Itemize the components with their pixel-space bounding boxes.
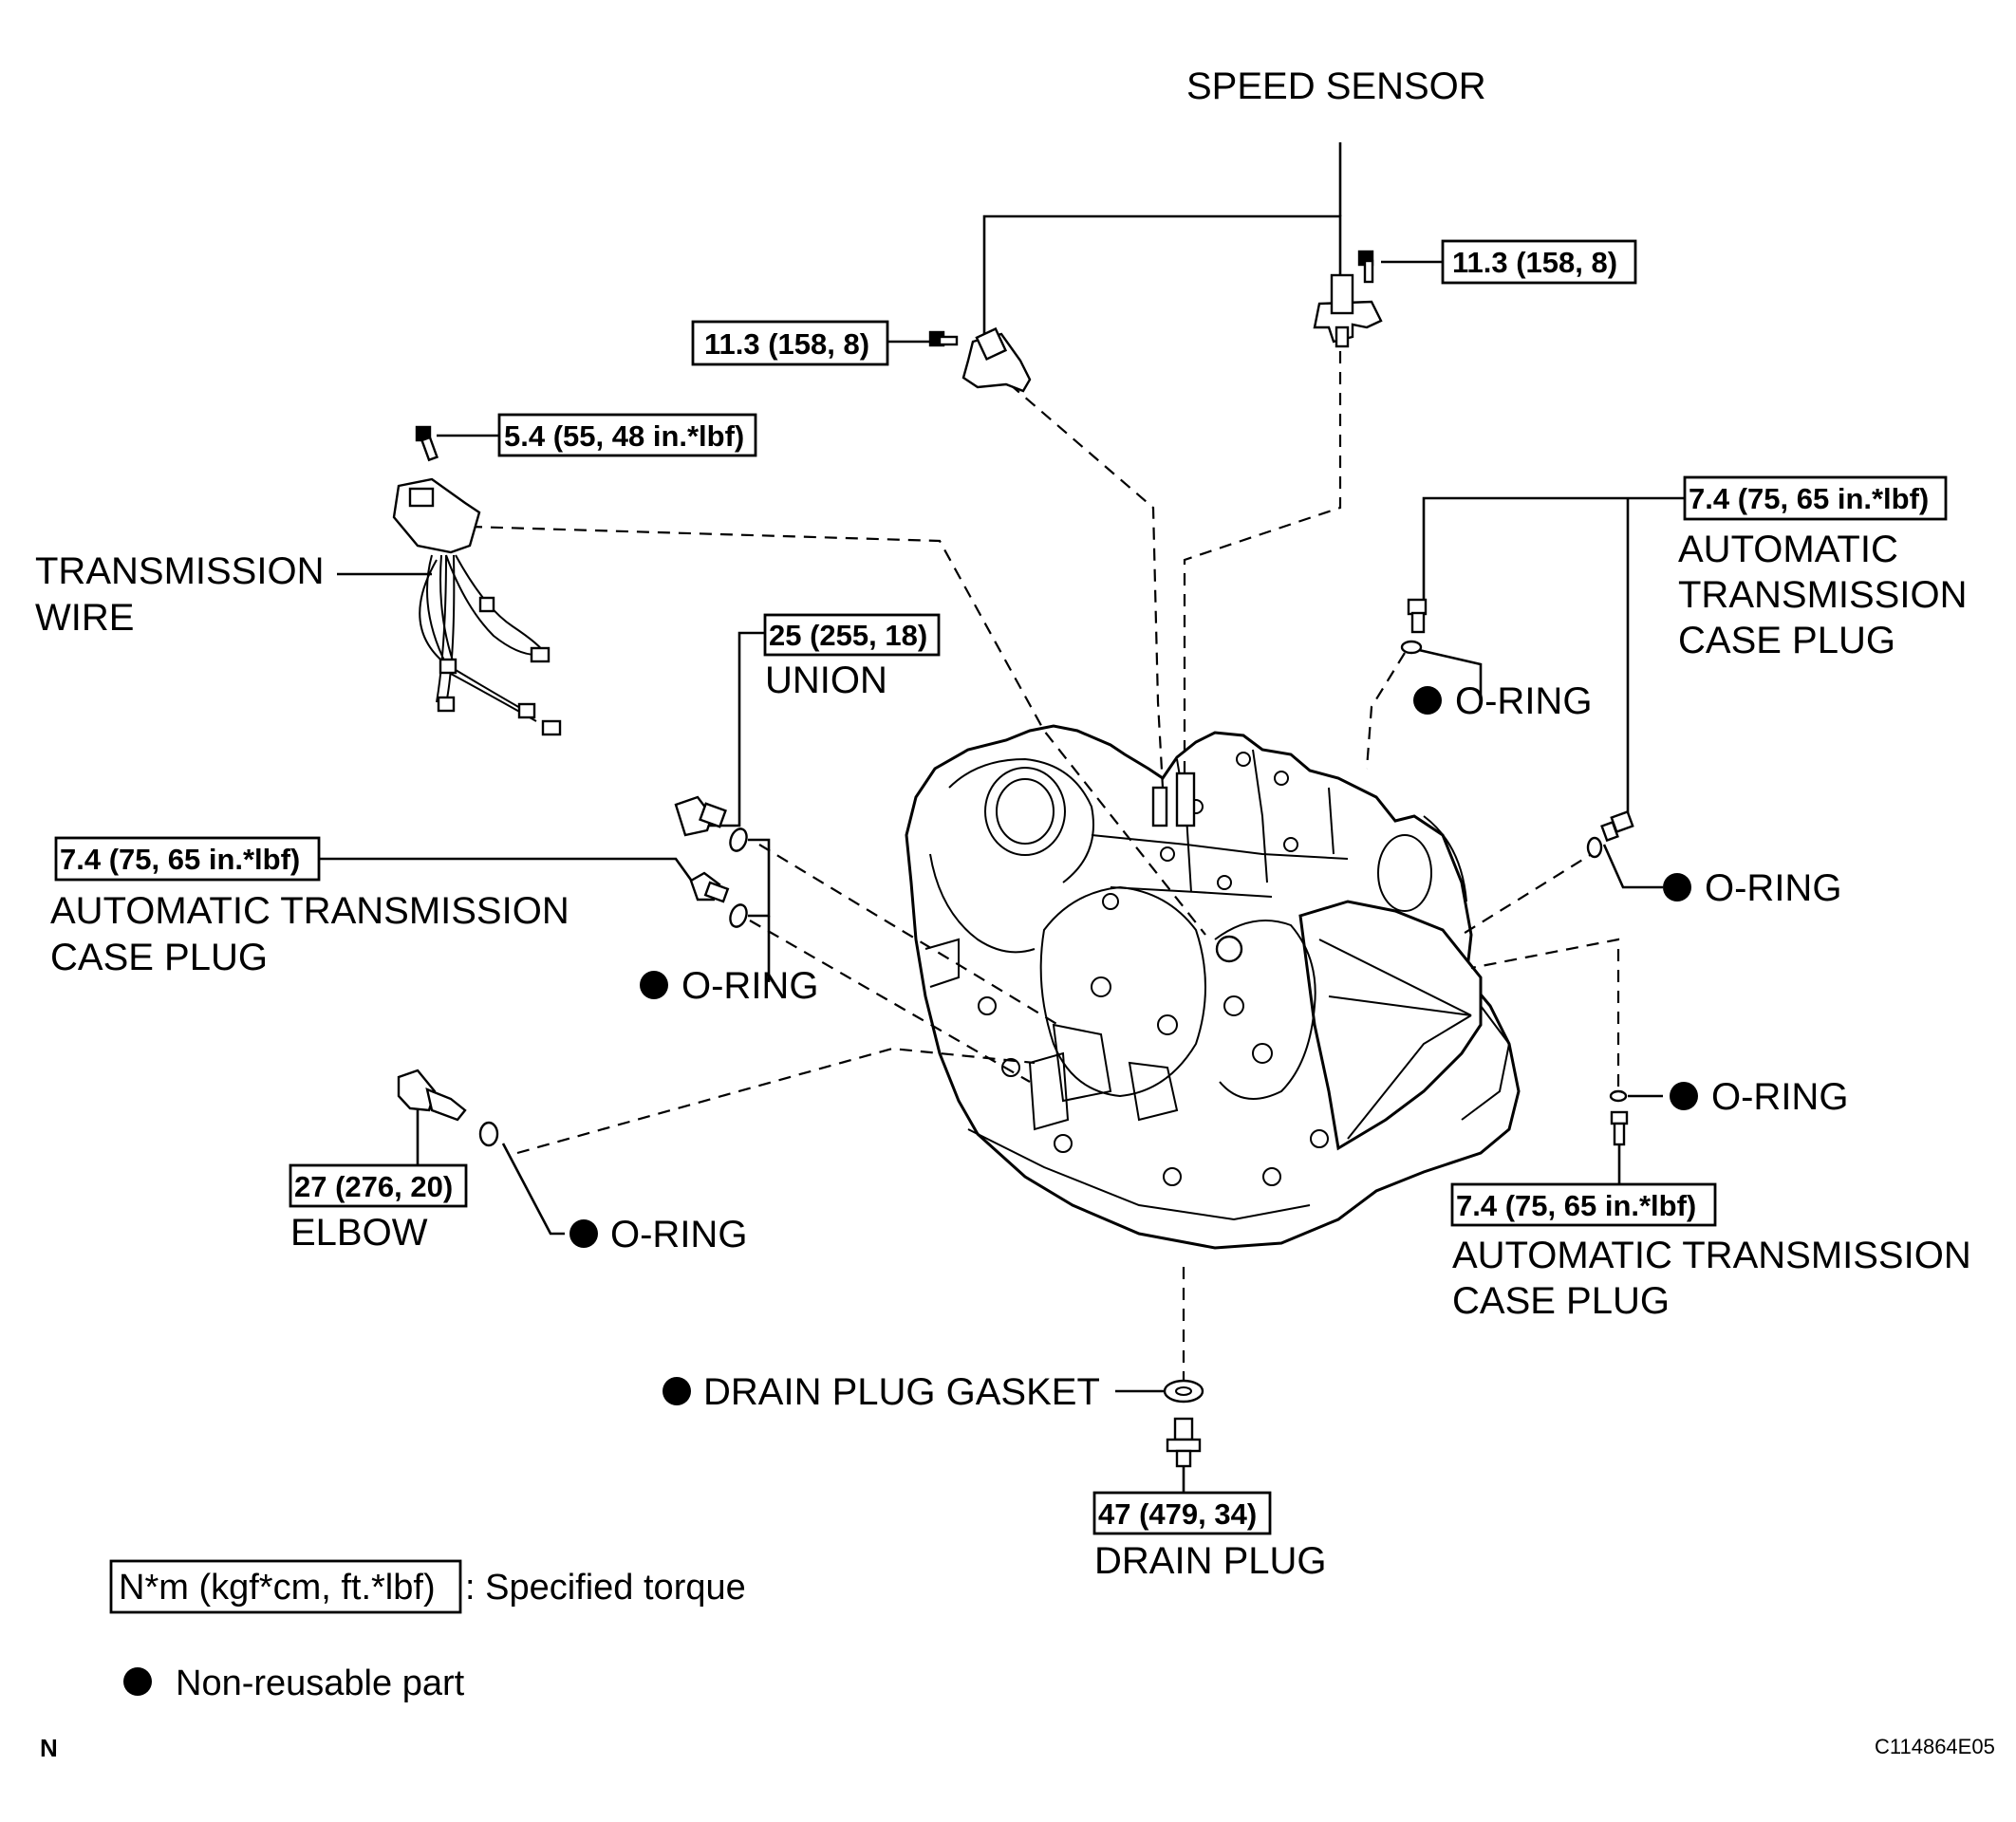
torque-drain-plug: 47 (479, 34) xyxy=(1098,1497,1257,1531)
drain-plug-gasket-part xyxy=(1163,1379,1204,1404)
o-ring-lower-right xyxy=(1609,1089,1628,1103)
figure-id: C114864E05 xyxy=(1875,1735,1995,1758)
legend: N*m (kgf*cm, ft.*lbf) : Specified torque… xyxy=(109,1559,746,1703)
torque-union: 25 (255, 18) xyxy=(769,619,927,652)
torque-wire-bolt: 5.4 (55, 48 in.*lbf) xyxy=(504,419,744,453)
torque-boxes: 11.3 (158, 8) 11.3 (158, 8) 5.4 (55, 48 … xyxy=(54,239,1948,1535)
label-o-ring-mid-right: O-RING xyxy=(1705,867,1841,909)
torque-speed-sensor-left: 11.3 (158, 8) xyxy=(704,327,869,361)
case-plug-right-mid xyxy=(1600,809,1634,843)
label-o-ring-left: O-RING xyxy=(681,965,818,1007)
non-reusable-legend-dot xyxy=(123,1667,152,1696)
o-ring-mid-right xyxy=(1586,836,1603,859)
torque-case-plug-lower: 7.4 (75, 65 in.*lbf) xyxy=(1456,1189,1696,1222)
non-reusable-dot xyxy=(1663,873,1691,902)
case-plug-lower xyxy=(1610,1110,1629,1146)
non-reusable-dot xyxy=(640,971,668,999)
non-reusable-dot xyxy=(1413,686,1442,715)
torque-case-plug-right: 7.4 (75, 65 in.*lbf) xyxy=(1689,482,1929,515)
label-o-ring-top-right: O-RING xyxy=(1455,680,1592,722)
label-elbow: ELBOW xyxy=(290,1212,428,1254)
label-union: UNION xyxy=(765,660,887,701)
dashed-alignment-lines xyxy=(469,351,1620,1381)
speed-sensor-left xyxy=(961,326,1032,393)
label-transmission-wire-line1: TRANSMISSION xyxy=(35,550,324,592)
speed-sensor-right-bolt xyxy=(1357,250,1374,284)
label-o-ring-lower-right: O-RING xyxy=(1711,1076,1848,1118)
label-drain-plug: DRAIN PLUG xyxy=(1094,1540,1327,1582)
non-reusable-markers xyxy=(123,686,1698,1696)
union-fitting xyxy=(674,795,727,837)
legend-torque-desc: : Specified torque xyxy=(465,1568,746,1608)
non-reusable-dot xyxy=(1670,1082,1698,1110)
label-case-plug-lower-line1: AUTOMATIC TRANSMISSION xyxy=(1452,1235,1971,1276)
label-case-plug-left-line1: AUTOMATIC TRANSMISSION xyxy=(50,890,569,932)
part-labels: SPEED SENSOR TRANSMISSION WIRE UNION AUT… xyxy=(35,65,1971,1582)
o-ring-union xyxy=(729,827,748,852)
drain-plug-part xyxy=(1166,1417,1202,1468)
elbow-fitting xyxy=(397,1069,467,1122)
speed-sensor-right xyxy=(1313,273,1383,348)
torque-case-plug-left: 7.4 (75, 65 in.*lbf) xyxy=(60,843,300,876)
transaxle-case xyxy=(905,724,1521,1250)
label-transmission-wire-line2: WIRE xyxy=(35,597,134,639)
label-o-ring-elbow: O-RING xyxy=(610,1214,747,1255)
label-case-plug-right-line3: CASE PLUG xyxy=(1678,620,1895,661)
small-parts xyxy=(392,250,1634,1468)
label-drain-plug-gasket: DRAIN PLUG GASKET xyxy=(703,1371,1100,1413)
label-case-plug-right-line2: TRANSMISSION xyxy=(1678,574,1967,616)
torque-speed-sensor-right: 11.3 (158, 8) xyxy=(1452,246,1617,279)
o-ring-elbow xyxy=(478,1121,499,1147)
o-ring-top-right xyxy=(1400,640,1423,655)
transmission-wire-bolt xyxy=(415,425,439,462)
case-plug-right-top xyxy=(1407,598,1428,634)
case-plug-left xyxy=(689,871,730,903)
footer-mark: N xyxy=(40,1734,58,1762)
transmission-wire-harness xyxy=(392,477,562,736)
non-reusable-dot xyxy=(663,1377,691,1405)
torque-elbow: 27 (276, 20) xyxy=(294,1170,453,1203)
legend-torque-unit: N*m (kgf*cm, ft.*lbf) xyxy=(119,1568,436,1608)
speed-sensor-left-bolt xyxy=(928,330,959,347)
non-reusable-dot xyxy=(569,1219,598,1248)
label-case-plug-lower-line2: CASE PLUG xyxy=(1452,1280,1670,1322)
label-case-plug-right-line1: AUTOMATIC xyxy=(1678,529,1898,570)
footer: N C114864E05 xyxy=(40,1734,1995,1762)
legend-nonreusable-desc: Non-reusable part xyxy=(176,1664,465,1703)
label-speed-sensor: SPEED SENSOR xyxy=(1186,65,1486,107)
o-ring-case-plug-left xyxy=(729,903,748,928)
label-case-plug-left-line2: CASE PLUG xyxy=(50,937,268,978)
